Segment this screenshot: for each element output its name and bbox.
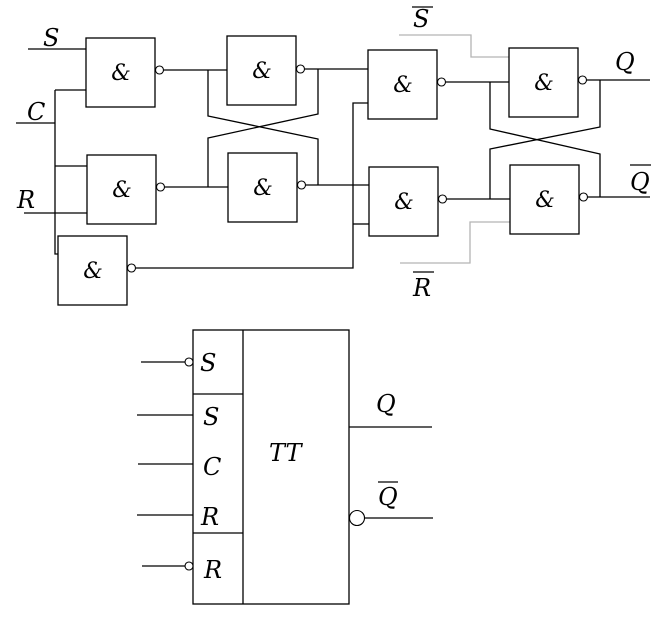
- pin-label-q: Q: [376, 390, 396, 418]
- wire-g9-bus: [136, 102, 368, 269]
- wire-s-bar-async: [399, 34, 509, 58]
- gate-symbol: &: [111, 61, 131, 86]
- gate-symbol: &: [83, 259, 103, 284]
- gate-symbol: &: [252, 59, 272, 84]
- inversion-bubble: [296, 180, 307, 190]
- gate-g2: &: [226, 35, 306, 106]
- gate-body: [368, 166, 439, 237]
- gate-body: [226, 35, 297, 106]
- pin-q-bar-bubble: [348, 509, 366, 527]
- label-c-input: C: [27, 98, 45, 126]
- wire-g1-cross: [207, 70, 319, 185]
- wire-qbar-cross: [489, 82, 601, 197]
- gate-body: [86, 154, 157, 225]
- pin-label-s-bar: S: [200, 349, 216, 377]
- symbol-title: TT: [269, 439, 303, 467]
- wire-c-bus: [54, 90, 58, 255]
- pin-label-r-bar: R: [203, 556, 222, 584]
- gate-symbol: &: [534, 71, 554, 96]
- label-s-bar: S: [412, 5, 433, 33]
- logic-circuit: & & & & & & &: [16, 5, 651, 306]
- gate-symbol: &: [394, 190, 414, 215]
- gate-symbol: &: [253, 176, 273, 201]
- label-q-output: Q: [615, 48, 635, 76]
- flip-flop-symbol: S S C R R TT Q Q: [137, 329, 433, 605]
- gate-g4: &: [508, 47, 588, 118]
- wires: [16, 34, 650, 269]
- inversion-bubble: [155, 182, 166, 192]
- gate-body: [509, 164, 580, 235]
- gate-g5: &: [86, 154, 166, 225]
- gate-body: [367, 49, 438, 120]
- label-q-bar-text: Q: [630, 168, 650, 196]
- pin-r-bar-bubble: [184, 561, 194, 571]
- label-r-input: R: [16, 186, 35, 214]
- label-s-input: S: [43, 24, 59, 52]
- pin-label-q-bar: Q: [378, 481, 398, 511]
- gate-body: [57, 235, 128, 306]
- gate-symbol: &: [112, 178, 132, 203]
- label-r-bar-text: R: [412, 274, 431, 302]
- label-s-bar-text: S: [413, 5, 429, 33]
- wire-r-bar-async: [400, 221, 510, 264]
- pin-label-q-bar-text: Q: [378, 483, 398, 511]
- inversion-bubble: [437, 194, 448, 204]
- label-r-bar: R: [412, 271, 434, 302]
- gate-g1: &: [85, 37, 165, 108]
- gate-g3: &: [367, 49, 447, 120]
- gate-body: [227, 152, 298, 223]
- pin-s-bar-bubble: [184, 357, 194, 367]
- inversion-bubble: [577, 75, 588, 85]
- gate-g8: &: [509, 164, 589, 235]
- gate-g9: &: [57, 235, 137, 306]
- gate-body: [85, 37, 156, 108]
- wire-g2-cross: [207, 69, 319, 187]
- wire-q-cross: [489, 80, 601, 199]
- pin-label-r: R: [200, 503, 219, 531]
- gate-body: [508, 47, 579, 118]
- inversion-bubble: [154, 65, 165, 75]
- gate-g7: &: [368, 166, 448, 237]
- pin-label-s: S: [203, 403, 219, 431]
- inversion-bubble: [436, 77, 447, 87]
- gate-symbol: &: [535, 188, 555, 213]
- label-q-bar-output: Q: [630, 164, 651, 196]
- inversion-bubble: [126, 263, 137, 273]
- inversion-bubble: [578, 192, 589, 202]
- symbol-body: [192, 329, 350, 605]
- pin-label-c: C: [203, 453, 221, 481]
- inversion-bubble: [295, 64, 306, 74]
- gate-symbol: &: [393, 73, 413, 98]
- gate-g6: &: [227, 152, 307, 223]
